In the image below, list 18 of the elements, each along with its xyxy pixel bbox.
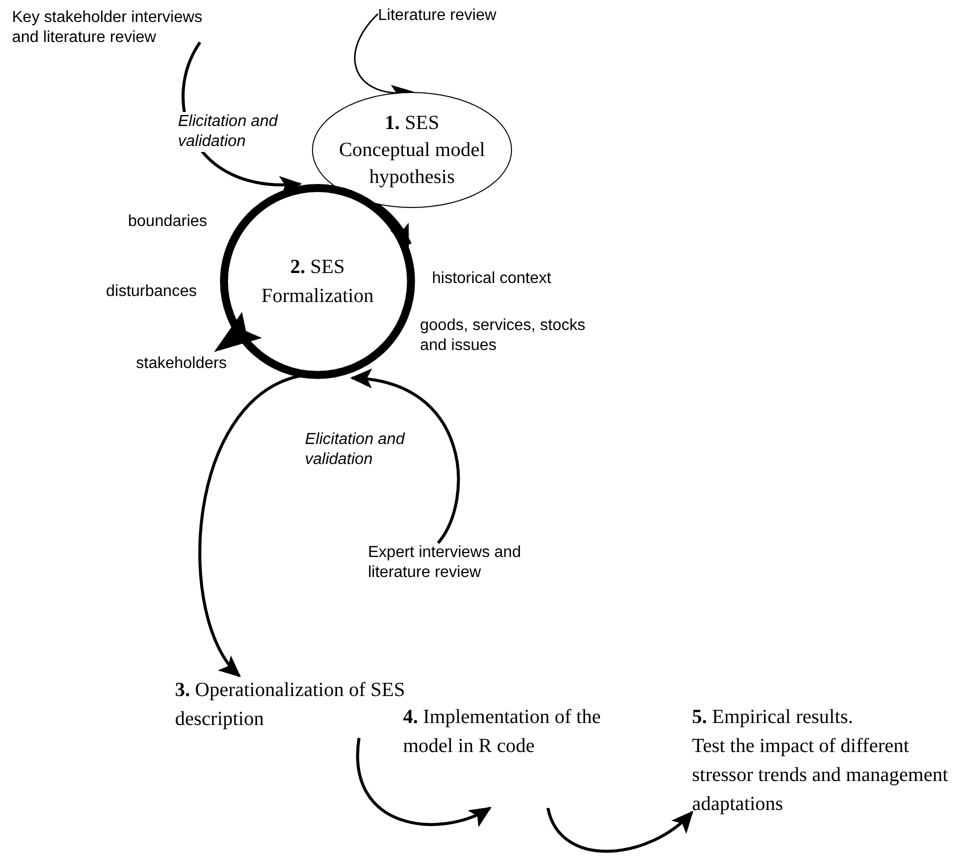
factor-label: goods, services, stocks and issues xyxy=(420,316,586,356)
step-title: 5. Empirical results. xyxy=(692,705,854,730)
curved-arrow xyxy=(546,808,694,853)
source-text: Key stakeholder interviews and literature review xyxy=(12,8,207,78)
step-title: 1. SES xyxy=(384,110,440,136)
step-description: Test the impact of different stressor trends and management adaptations xyxy=(692,734,950,817)
step-text: 4. Implementation of the model in R code xyxy=(403,703,633,808)
curved-arrow xyxy=(350,370,460,544)
step-title: 2. SES Formalization xyxy=(260,254,375,308)
factor-label: boundaries xyxy=(128,212,208,232)
curved-arrow xyxy=(198,374,300,678)
source-text: Literature review xyxy=(378,6,548,32)
factor-label: historical context xyxy=(432,269,552,289)
source-text: Expert interviews and literature review xyxy=(368,543,583,593)
factor-label: disturbances xyxy=(106,282,197,302)
step-description: Conceptual model hypothesis xyxy=(338,138,486,190)
curved-arrow xyxy=(356,738,492,826)
factor-label: stakeholders xyxy=(136,354,227,374)
